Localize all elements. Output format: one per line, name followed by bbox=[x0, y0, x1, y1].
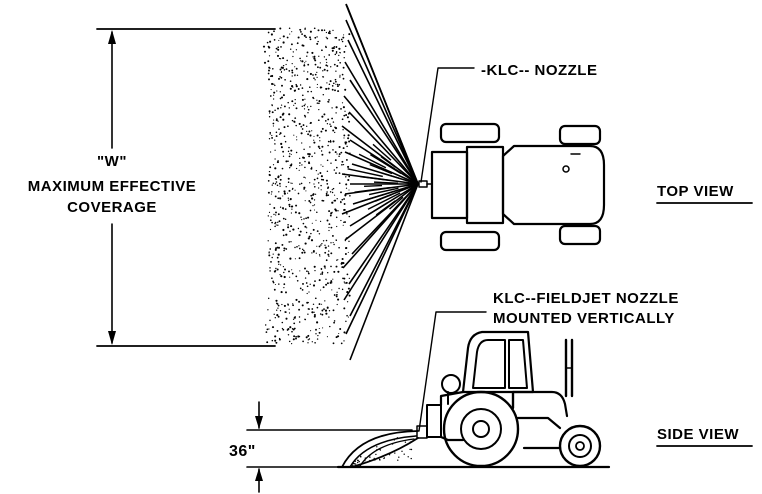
fieldjet-label-line2: MOUNTED VERTICALLY bbox=[493, 310, 675, 327]
side-spray-plume bbox=[341, 430, 419, 468]
max-coverage-label-line2: COVERAGE bbox=[67, 199, 157, 216]
top-front-left-wheel bbox=[439, 122, 501, 144]
nozzle-top bbox=[418, 180, 428, 188]
top-front-weight bbox=[430, 150, 469, 220]
height-dimension bbox=[246, 401, 413, 493]
nozzle-side bbox=[416, 425, 428, 439]
top-view-label: TOP VIEW bbox=[657, 183, 734, 200]
spray-fan bbox=[341, 3, 419, 361]
spray-droplets bbox=[262, 27, 351, 345]
side-view-label: SIDE VIEW bbox=[657, 426, 739, 443]
tractor-top-view bbox=[418, 122, 606, 252]
fieldjet-label-line1: KLC--FIELDJET NOZZLE bbox=[493, 290, 679, 307]
height-label: 36" bbox=[229, 443, 256, 460]
nozzle-top-leader bbox=[420, 67, 475, 183]
top-rear-left-wheel bbox=[558, 124, 602, 146]
w-label: "W" bbox=[97, 153, 127, 170]
side-rear-wheel bbox=[442, 390, 520, 468]
coverage-width-dimension bbox=[96, 28, 276, 347]
top-rear-right-wheel bbox=[558, 224, 602, 246]
side-front-wheel bbox=[558, 424, 602, 468]
top-front-right-wheel bbox=[439, 230, 501, 252]
tractor-side-view bbox=[416, 330, 602, 468]
nozzle-top-label: -KLC-- NOZZLE bbox=[481, 62, 597, 79]
fieldjet-leader bbox=[418, 311, 487, 432]
max-coverage-label-line1: MAXIMUM EFFECTIVE bbox=[28, 178, 197, 195]
